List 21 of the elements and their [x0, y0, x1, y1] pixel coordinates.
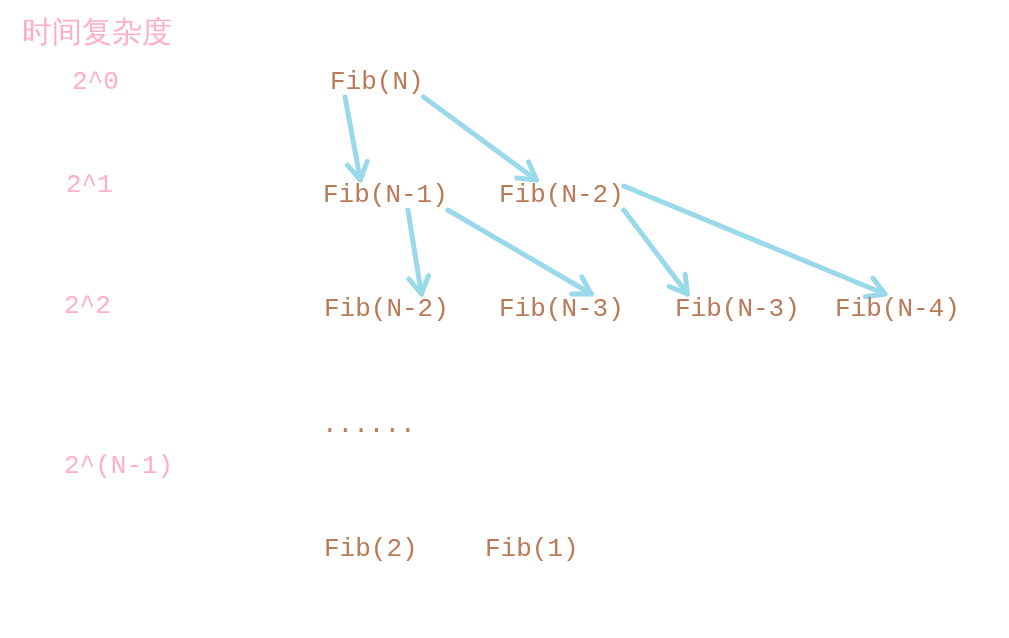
ellipsis: ...... — [322, 410, 416, 440]
call-label: Fib(2) — [324, 534, 418, 564]
call-label: Fib(N) — [330, 67, 424, 97]
arrow — [445, 207, 594, 297]
complexity-label: 2^2 — [64, 291, 111, 321]
complexity-label: 2^1 — [66, 170, 113, 200]
arrow — [421, 94, 539, 183]
arrow — [621, 183, 888, 300]
arrow — [405, 207, 432, 297]
complexity-label: 2^(N-1) — [64, 451, 174, 481]
call-label: Fib(1) — [485, 534, 579, 564]
call-label: Fib(N-3) — [499, 294, 624, 324]
call-label: Fib(N-4) — [835, 294, 960, 324]
arrow — [342, 94, 370, 183]
title: 时间复杂度 — [22, 14, 172, 50]
call-label: Fib(N-2) — [499, 180, 624, 210]
arrow — [621, 207, 690, 297]
call-label: Fib(N-2) — [324, 294, 449, 324]
complexity-label: 2^0 — [72, 67, 119, 97]
call-label: Fib(N-3) — [675, 294, 800, 324]
call-label: Fib(N-1) — [323, 180, 448, 210]
